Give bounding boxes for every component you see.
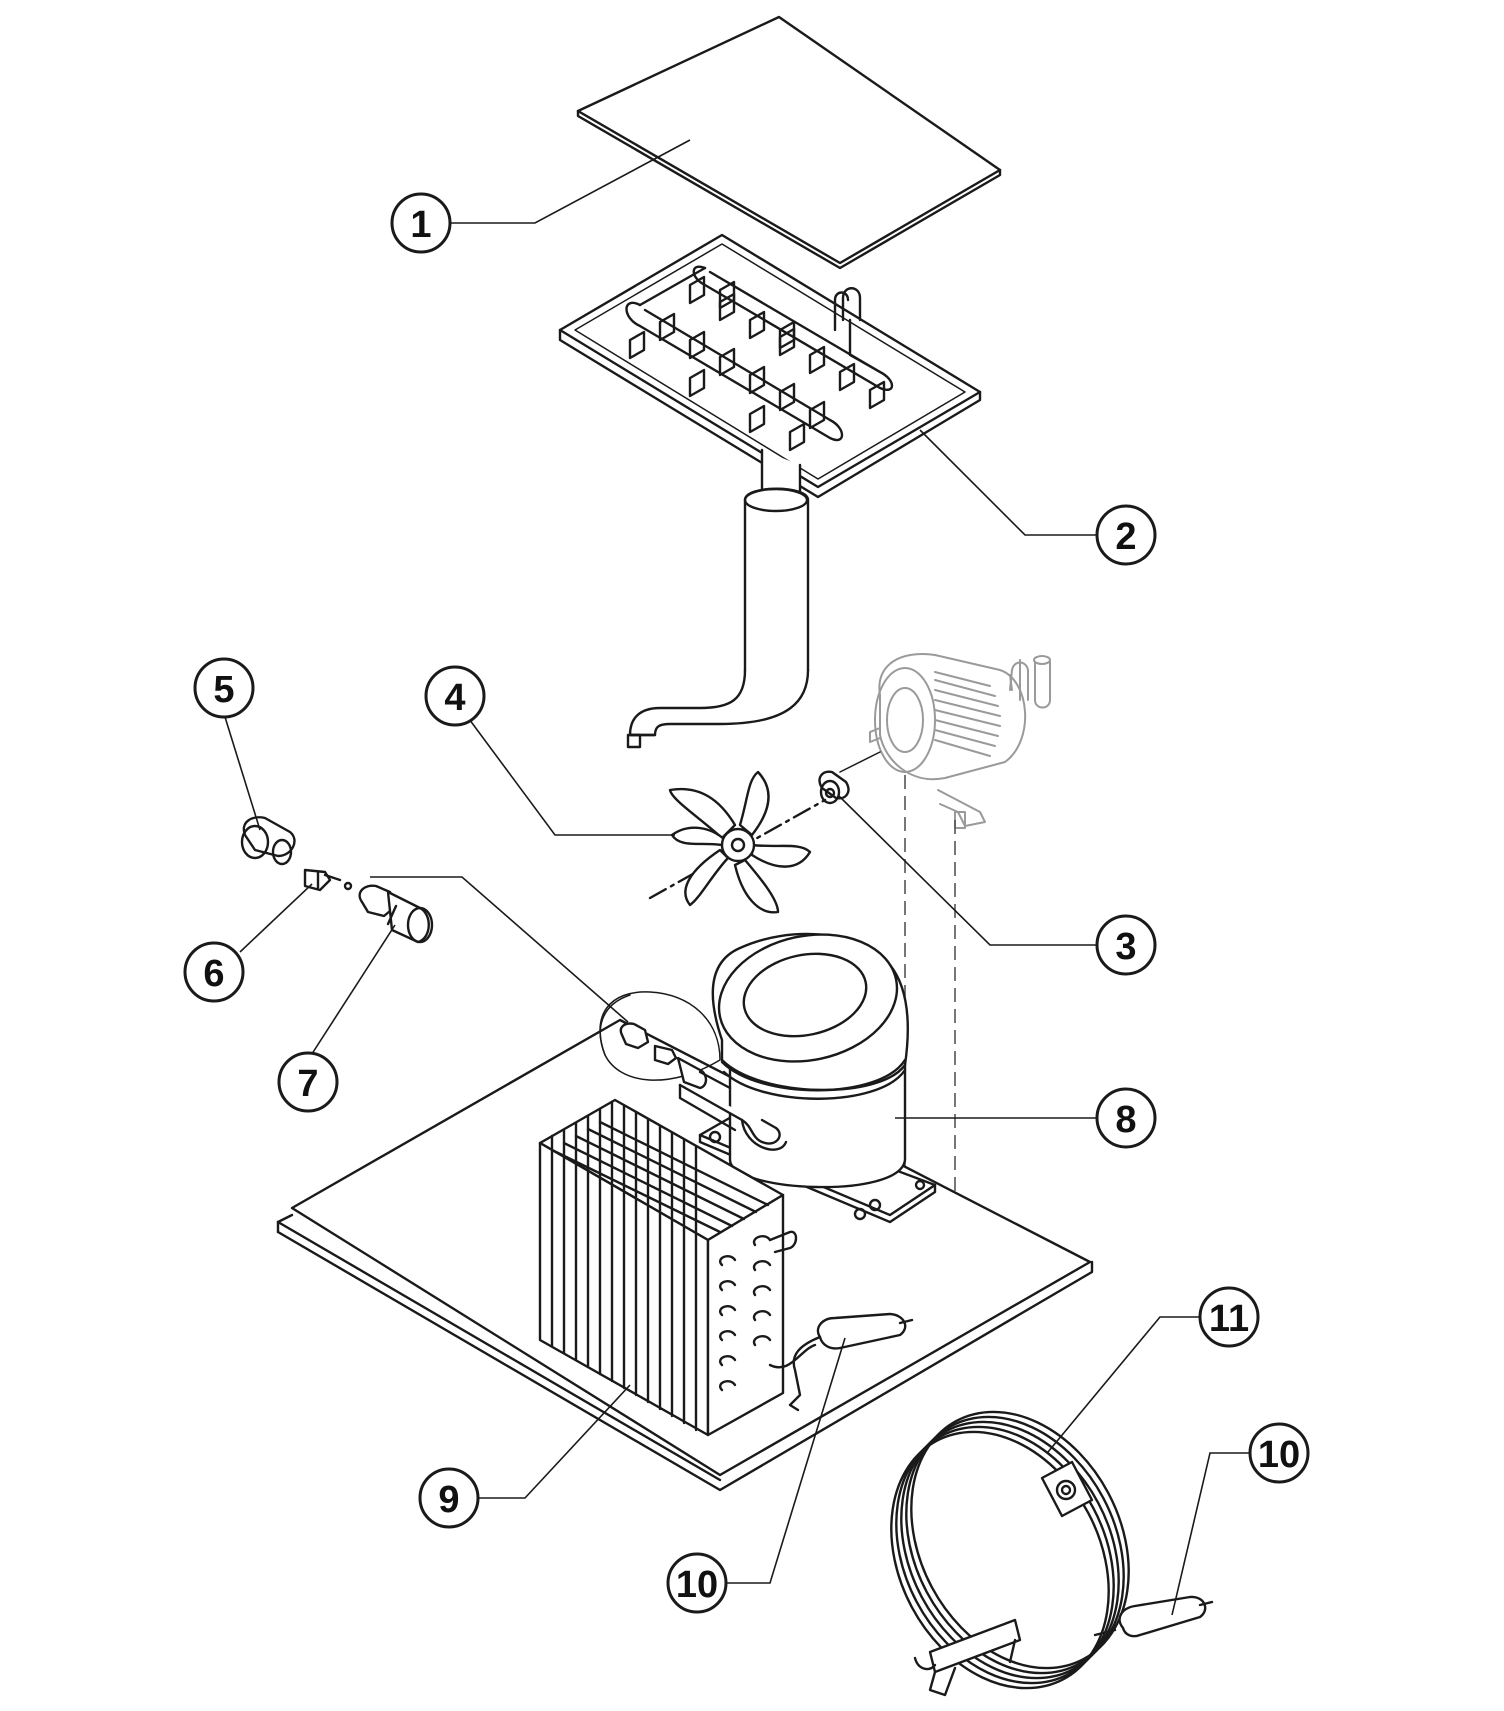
leader-lines [224, 139, 1250, 1616]
part-valve-core [303, 868, 353, 892]
callout-label: 11 [1209, 1298, 1249, 1340]
callout-8: 8 [1095, 1087, 1157, 1149]
callout-label: 3 [1115, 926, 1136, 968]
callout-label: 7 [297, 1063, 318, 1105]
part-compressor [678, 932, 937, 1224]
part-capillary-coil [890, 1410, 1130, 1697]
callout-4: 4 [424, 665, 486, 727]
part-cover-plate [576, 15, 1002, 270]
callout-label: 1 [410, 204, 431, 246]
part-fan-blade [648, 770, 827, 914]
callout-7: 7 [277, 1051, 339, 1113]
callout-10a: 10 [666, 1552, 728, 1614]
callout-5: 5 [193, 657, 255, 719]
callout-10b: 10 [1248, 1422, 1310, 1484]
callout-9: 9 [418, 1467, 480, 1529]
callout-label: 5 [213, 669, 234, 711]
callout-1: 1 [390, 192, 452, 254]
callout-label: 10 [1258, 1434, 1300, 1476]
part-service-cap [240, 816, 296, 866]
fan-motor-ghost [869, 653, 1051, 829]
motor-shaft [839, 751, 881, 773]
part-fan-hub [818, 770, 850, 805]
callout-label: 8 [1115, 1099, 1136, 1141]
part-service-valve [358, 884, 434, 944]
detail-circle [599, 991, 732, 1090]
callout-label: 2 [1115, 516, 1136, 558]
callout-label: 6 [203, 953, 224, 995]
callout-6: 6 [183, 941, 245, 1003]
part-condenser [538, 1098, 817, 1437]
part-filter-drier [788, 1312, 914, 1412]
callout-11: 11 [1198, 1286, 1260, 1348]
leader-valve-group [370, 876, 629, 1023]
callout-label: 9 [438, 1479, 459, 1521]
callout-label: 10 [676, 1564, 718, 1606]
part-filter-drier-2 [1118, 1595, 1214, 1638]
part-drain-tube [626, 448, 810, 749]
callout-label: 4 [444, 677, 465, 719]
part-evaporator-tray [558, 233, 982, 499]
callout-2: 2 [1095, 504, 1157, 566]
callout-3: 3 [1095, 914, 1157, 976]
